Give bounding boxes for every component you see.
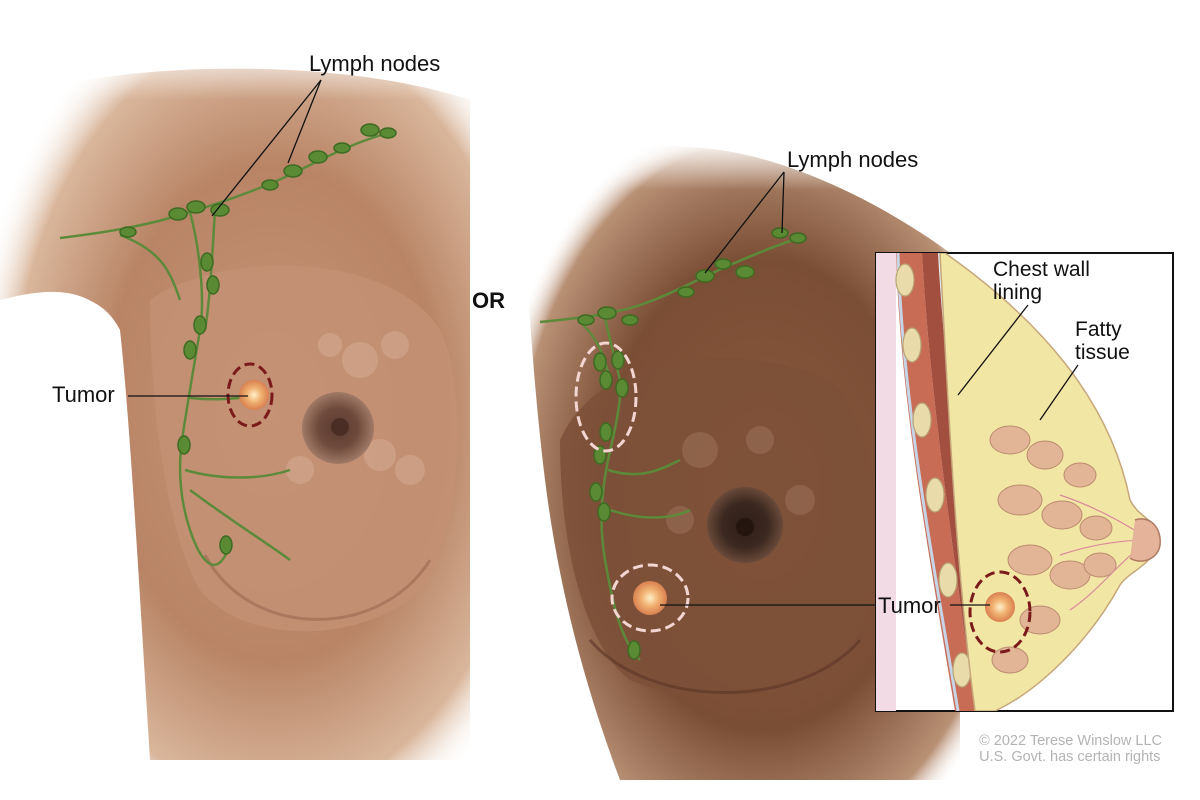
cross-section-inset xyxy=(875,252,1174,712)
inset-tumor-icon xyxy=(985,592,1015,622)
chest-wall-label-line1: Chest wall xyxy=(993,258,1090,281)
inset-leader-lines xyxy=(950,304,1079,606)
left-tumor-icon xyxy=(239,380,269,410)
right-lymph-node-outline xyxy=(574,341,638,453)
right-leader-lines xyxy=(660,171,878,606)
credit-line2: U.S. Govt. has certain rights xyxy=(979,749,1161,765)
inset-tumor-outline xyxy=(968,570,1032,654)
left-lymph-nodes xyxy=(119,123,397,555)
right-tumor-icon xyxy=(633,581,667,615)
copyright-credit: © 2022 Terese Winslow LLC U.S. Govt. has… xyxy=(979,733,1162,765)
or-separator: OR xyxy=(472,288,505,313)
left-tumor-label: Tumor xyxy=(52,382,115,407)
fatty-tissue-label-line1: Fatty xyxy=(1075,318,1122,341)
right-tumor-label: Tumor xyxy=(878,593,941,618)
right-lymph-nodes-label: Lymph nodes xyxy=(787,147,919,172)
fatty-tissue-label: Fatty tissue xyxy=(1075,318,1130,364)
left-tumor-outline xyxy=(226,362,274,428)
chest-wall-label-line2: lining xyxy=(993,281,1043,304)
left-panel xyxy=(0,40,480,800)
fatty-tissue-label-line2: tissue xyxy=(1075,341,1130,364)
right-panel xyxy=(500,140,1174,780)
chest-wall-lining-label: Chest wall lining xyxy=(993,258,1090,304)
left-lymph-nodes-label: Lymph nodes xyxy=(309,51,441,76)
right-lymph-nodes xyxy=(577,227,807,660)
right-tumor-outline xyxy=(610,563,690,633)
credit-line1: © 2022 Terese Winslow LLC xyxy=(979,733,1162,749)
left-leader-lines xyxy=(128,79,322,397)
